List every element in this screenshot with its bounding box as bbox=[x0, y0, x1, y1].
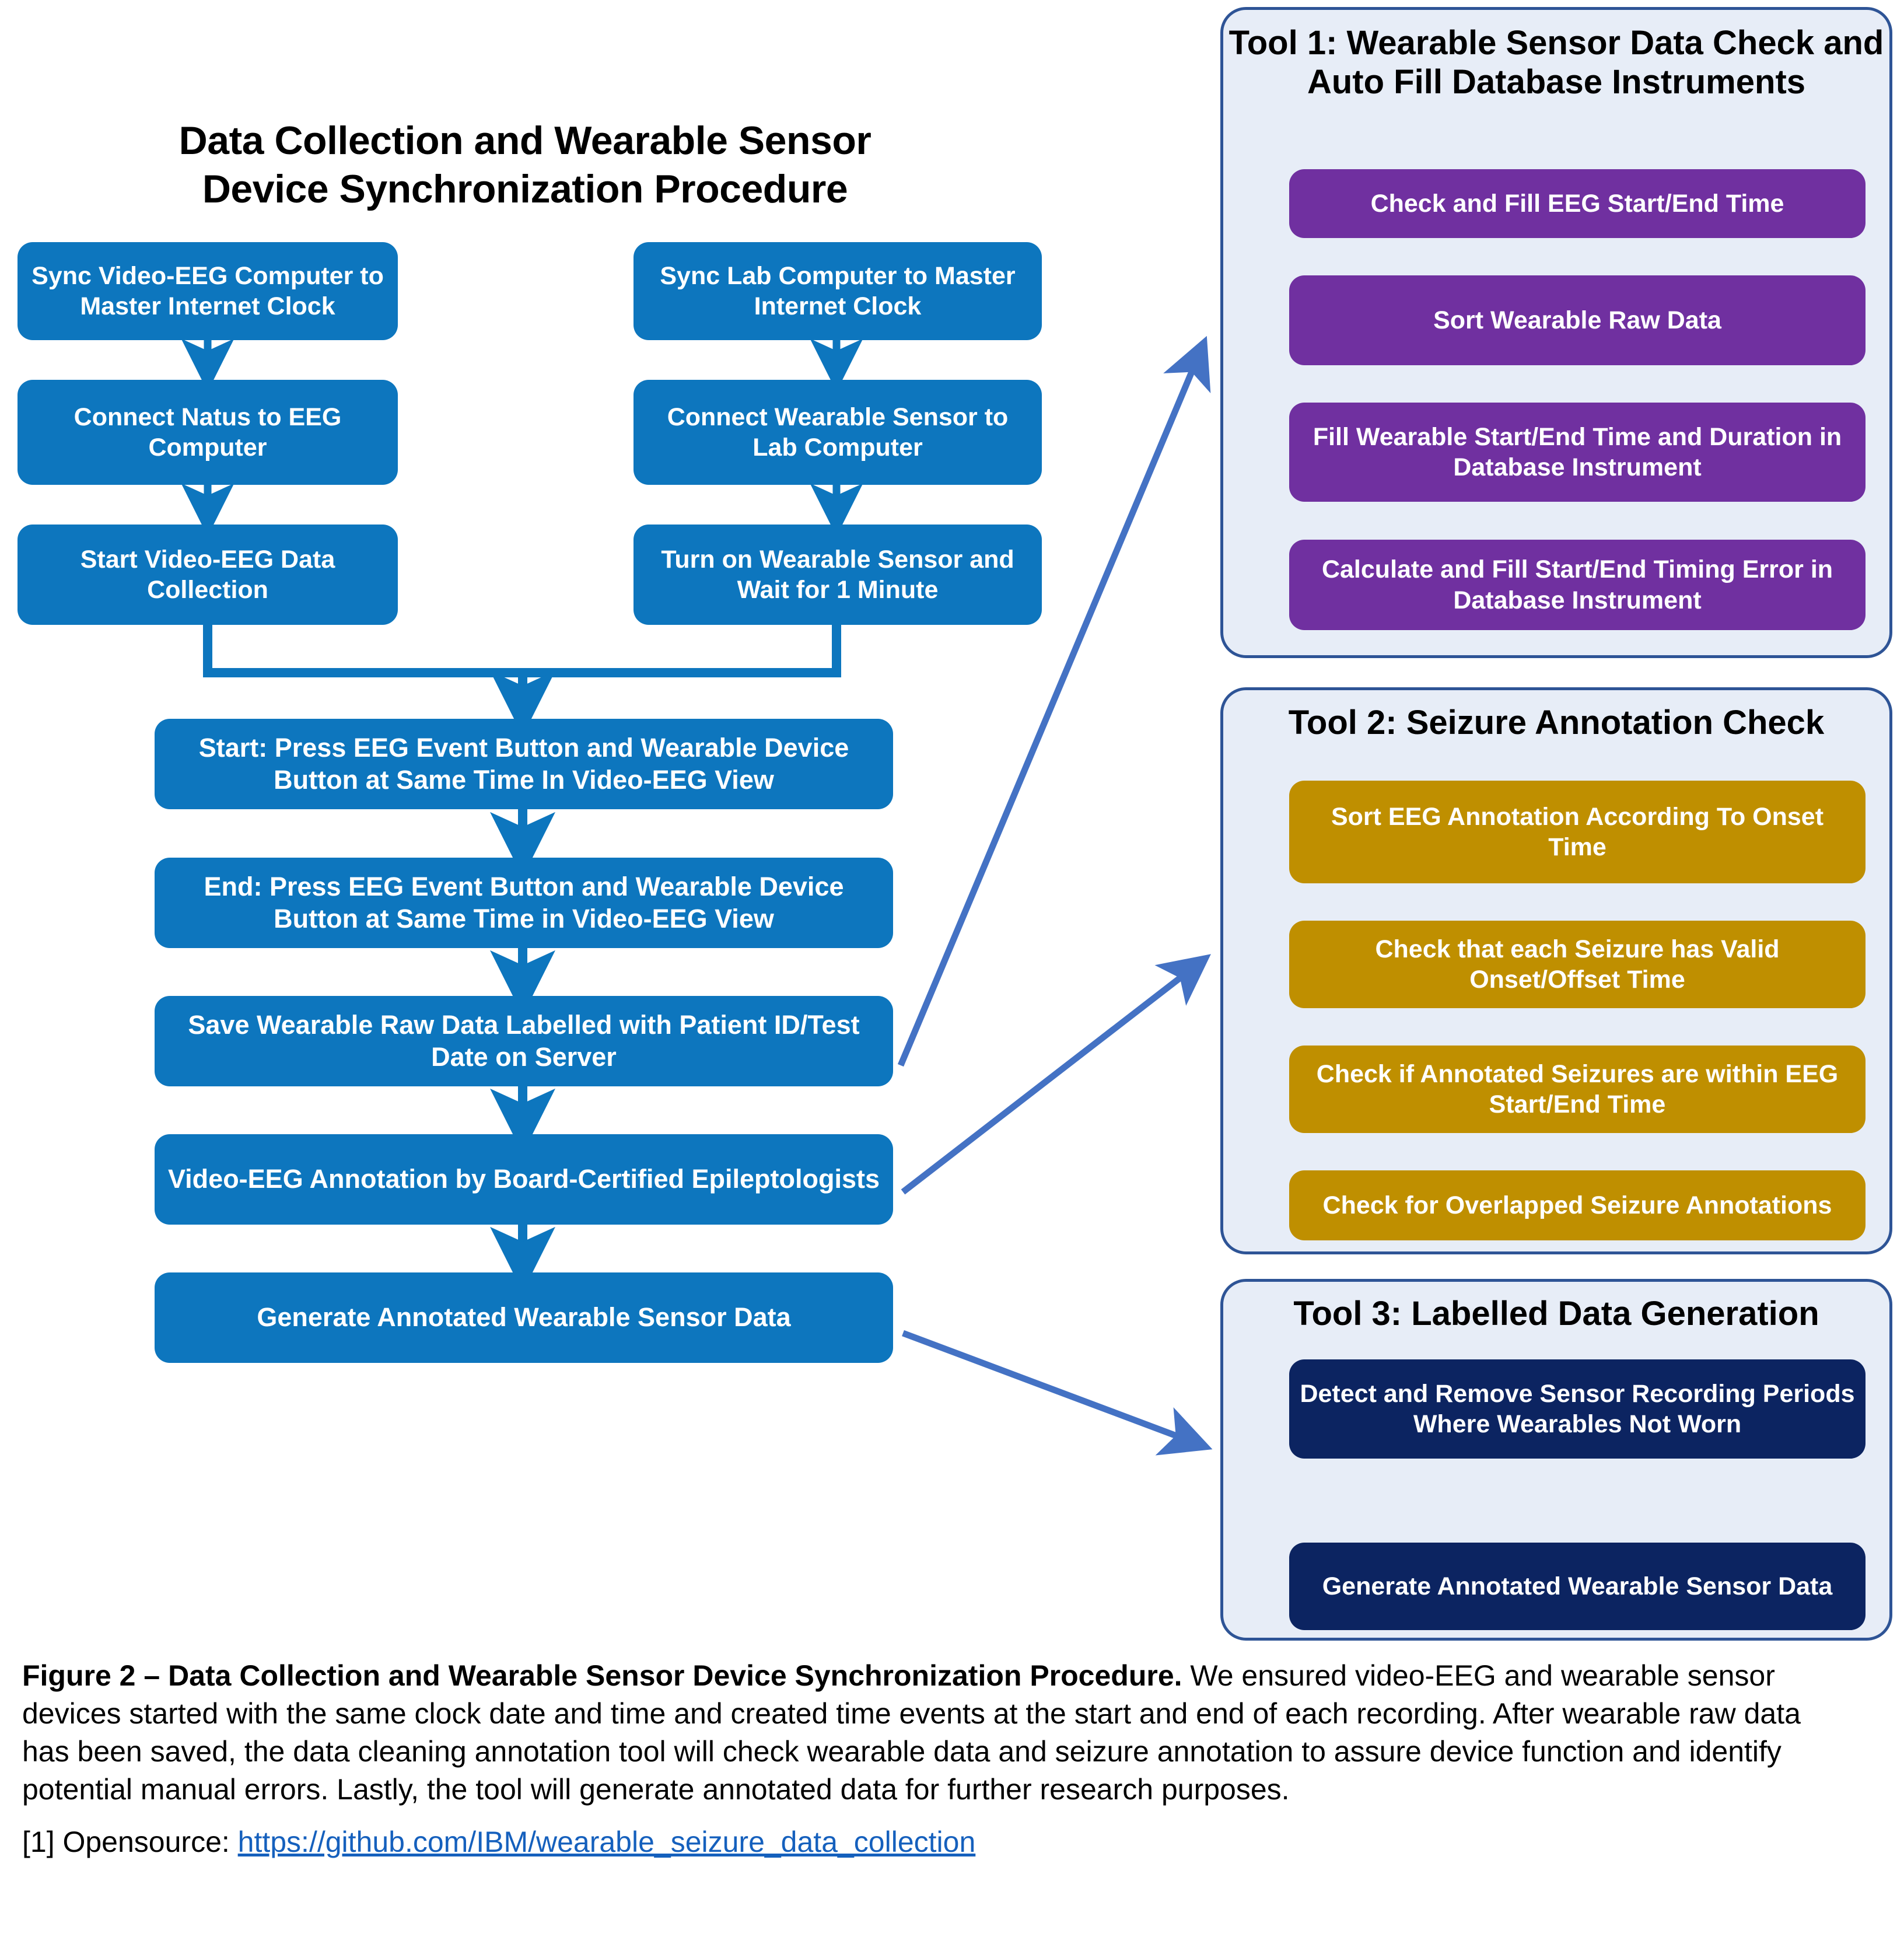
tool-1-step-calculate-and-fill-timing-error[interactable]: Calculate and Fill Start/End Timing Erro… bbox=[1289, 540, 1866, 630]
flow-box-label: Save Wearable Raw Data Labelled with Pat… bbox=[188, 1009, 860, 1072]
flow-box-connect-natus[interactable]: Connect Natus to EEG Computer bbox=[18, 380, 398, 485]
tool-3-step-generate-annotated-wearable-sensor-data[interactable]: Generate Annotated Wearable Sensor Data bbox=[1289, 1543, 1866, 1630]
flow-box-start-video-eeg-data-collection[interactable]: Start Video-EEG Data Collection bbox=[18, 525, 398, 625]
flow-box-sync-video-eeg-computer[interactable]: Sync Video-EEG Computer to Master Intern… bbox=[18, 242, 398, 340]
tool-step-label: Calculate and Fill Start/End Timing Erro… bbox=[1321, 555, 1833, 614]
flow-box-generate-annotated-wearable-sensor-data[interactable]: Generate Annotated Wearable Sensor Data bbox=[155, 1272, 893, 1363]
flow-box-label: Generate Annotated Wearable Sensor Data bbox=[257, 1302, 791, 1333]
tool-2-step-check-valid-onset-offset-time[interactable]: Check that each Seizure has Valid Onset/… bbox=[1289, 921, 1866, 1008]
flow-box-turn-on-wearable-sensor[interactable]: Turn on Wearable Sensor and Wait for 1 M… bbox=[634, 525, 1042, 625]
flow-box-label: Connect Wearable Sensor to Lab Computer bbox=[667, 403, 1009, 461]
tool-step-label: Sort EEG Annotation According To Onset T… bbox=[1331, 802, 1824, 861]
tool-step-label: Sort Wearable Raw Data bbox=[1433, 306, 1721, 334]
figure-title: Data Collection and Wearable Sensor Devi… bbox=[70, 117, 980, 214]
caption-body: We ensured video-EEG and wearable sensor… bbox=[22, 1659, 1801, 1806]
flow-box-label: Video-EEG Annotation by Board-Certified … bbox=[167, 1164, 880, 1194]
figure-caption: Figure 2 – Data Collection and Wearable … bbox=[22, 1657, 1842, 1809]
tool-step-label: Check if Annotated Seizures are within E… bbox=[1316, 1060, 1839, 1118]
flow-box-save-wearable-raw-data[interactable]: Save Wearable Raw Data Labelled with Pat… bbox=[155, 996, 893, 1086]
tool-1-step-fill-wearable-start-end-time-duration[interactable]: Fill Wearable Start/End Time and Duratio… bbox=[1289, 403, 1866, 502]
flow-box-end-press-eeg-event-button[interactable]: End: Press EEG Event Button and Wearable… bbox=[155, 858, 893, 948]
flow-box-sync-lab-computer[interactable]: Sync Lab Computer to Master Internet Clo… bbox=[634, 242, 1042, 340]
tool-1-step-sort-wearable-raw-data[interactable]: Sort Wearable Raw Data bbox=[1289, 275, 1866, 365]
flow-box-label: End: Press EEG Event Button and Wearable… bbox=[204, 871, 844, 933]
flow-box-connect-wearable-sensor[interactable]: Connect Wearable Sensor to Lab Computer bbox=[634, 380, 1042, 485]
tool-step-label: Detect and Remove Sensor Recording Perio… bbox=[1300, 1379, 1855, 1438]
figure-footnote: [1] Opensource: https://github.com/IBM/w… bbox=[22, 1825, 1842, 1859]
tool-2-step-check-seizures-within-eeg-time[interactable]: Check if Annotated Seizures are within E… bbox=[1289, 1046, 1866, 1133]
flow-box-video-eeg-annotation[interactable]: Video-EEG Annotation by Board-Certified … bbox=[155, 1134, 893, 1225]
tool-step-label: Generate Annotated Wearable Sensor Data bbox=[1322, 1572, 1833, 1600]
tool-1-title: Tool 1: Wearable Sensor Data Check and A… bbox=[1228, 24, 1884, 102]
opensource-repo-link[interactable]: https://github.com/IBM/wearable_seizure_… bbox=[237, 1826, 976, 1858]
tool-2-title: Tool 2: Seizure Annotation Check bbox=[1288, 704, 1825, 742]
flow-box-label: Start: Press EEG Event Button and Wearab… bbox=[198, 732, 849, 795]
flow-box-label: Turn on Wearable Sensor and Wait for 1 M… bbox=[661, 545, 1014, 604]
flow-box-label: Connect Natus to EEG Computer bbox=[74, 403, 342, 461]
flow-box-label: Sync Lab Computer to Master Internet Clo… bbox=[660, 261, 1016, 320]
flow-box-label: Sync Video-EEG Computer to Master Intern… bbox=[32, 261, 384, 320]
flow-box-label: Start Video-EEG Data Collection bbox=[80, 545, 335, 604]
tool-1-step-check-and-fill-eeg-start-end-time[interactable]: Check and Fill EEG Start/End Time bbox=[1289, 169, 1866, 238]
tool-3-title: Tool 3: Labelled Data Generation bbox=[1293, 1295, 1819, 1333]
caption-bold-lead: Figure 2 – Data Collection and Wearable … bbox=[22, 1659, 1182, 1692]
tool-step-label: Check and Fill EEG Start/End Time bbox=[1370, 189, 1784, 218]
tool-2-step-sort-eeg-annotation-by-onset-time[interactable]: Sort EEG Annotation According To Onset T… bbox=[1289, 781, 1866, 883]
tool-step-label: Check for Overlapped Seizure Annotations bbox=[1322, 1191, 1832, 1219]
tool-step-label: Fill Wearable Start/End Time and Duratio… bbox=[1312, 422, 1842, 481]
tool-3-step-detect-remove-not-worn-periods[interactable]: Detect and Remove Sensor Recording Perio… bbox=[1289, 1359, 1866, 1459]
footnote-prefix: [1] Opensource: bbox=[22, 1826, 238, 1858]
figure-title-line-2: Device Synchronization Procedure bbox=[202, 166, 848, 211]
tool-2-step-check-overlapped-seizure-annotations[interactable]: Check for Overlapped Seizure Annotations bbox=[1289, 1170, 1866, 1240]
flow-box-start-press-eeg-event-button[interactable]: Start: Press EEG Event Button and Wearab… bbox=[155, 719, 893, 809]
tool-step-label: Check that each Seizure has Valid Onset/… bbox=[1375, 935, 1780, 994]
figure-title-line-1: Data Collection and Wearable Sensor bbox=[178, 118, 872, 163]
